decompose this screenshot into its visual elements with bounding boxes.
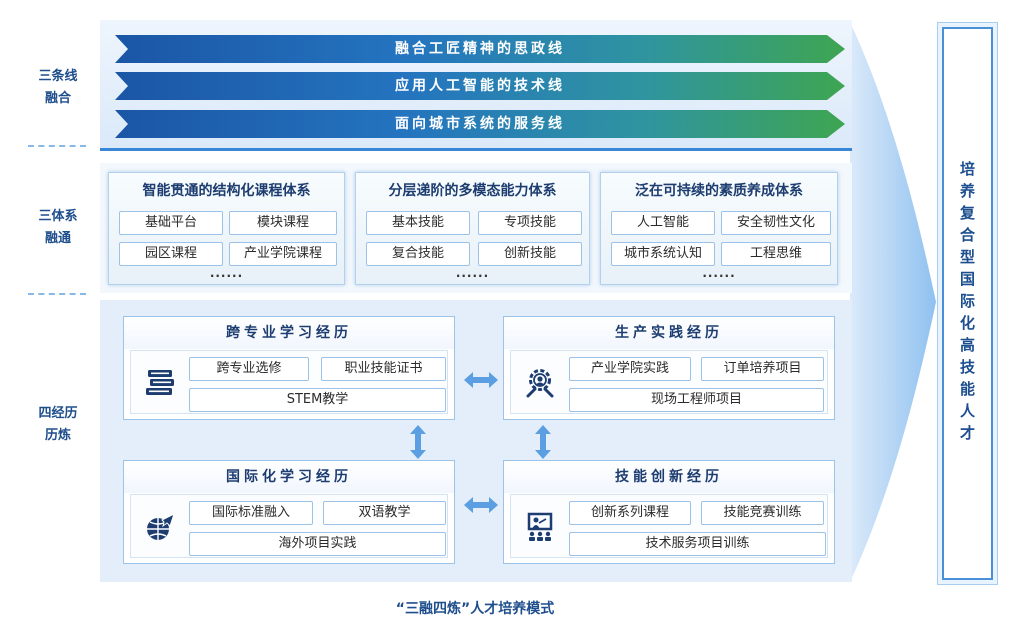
experience-box-cross-discipline: 跨专业学习经历 跨专业选修 职业技能证书 STEM教学 (123, 316, 455, 420)
experience-title: 国际化学习经历 (124, 461, 454, 493)
side-label-line2: 融通 (44, 231, 71, 246)
side-label-line1: 三体系 (38, 209, 78, 224)
experience-item: 产业学院实践 (569, 357, 691, 381)
side-label-three-systems: 三体系 融通 (28, 206, 88, 250)
side-label-line1: 四经历 (38, 406, 78, 421)
system-title: 智能贯通的结构化课程体系 (142, 183, 311, 199)
more-ellipsis: ...... (209, 266, 244, 280)
experience-item: 海外项目实践 (189, 532, 446, 556)
line-banner-technology: 应用人工智能的技术线 (115, 72, 845, 100)
goal-box: 培养复合型国际化高技能人才 (942, 27, 993, 580)
double-arrow-vertical-right (535, 425, 551, 459)
system-title: 分层递阶的多模态能力体系 (388, 183, 557, 199)
presenter-icon (527, 512, 553, 541)
experience-title: 技能创新经历 (504, 461, 834, 493)
system-box-ability: 分层递阶的多模态能力体系 基本技能 专项技能 复合技能 创新技能 ...... (355, 172, 590, 285)
experience-item: 现场工程师项目 (569, 388, 824, 412)
side-label-line1: 三条线 (38, 69, 78, 84)
experience-item: 技能竞赛训练 (701, 501, 824, 525)
convergence-arrow (850, 22, 936, 582)
system-item: 创新技能 (478, 242, 582, 266)
experience-item: STEM教学 (189, 388, 446, 412)
goal-text: 培养复合型国际化高技能人才 (958, 160, 976, 447)
line-banner-service: 面向城市系统的服务线 (115, 110, 845, 138)
gear-worker-icon (526, 369, 554, 398)
double-arrow-horizontal-bottom (464, 497, 498, 513)
section-divider (28, 293, 86, 295)
experience-item: 职业技能证书 (321, 357, 446, 381)
system-item: 园区课程 (119, 242, 223, 266)
double-arrow-vertical-left (410, 425, 426, 459)
section-divider (28, 145, 86, 147)
globe-plane-icon (147, 513, 175, 540)
system-box-quality: 泛在可持续的素质养成体系 人工智能 安全韧性文化 城市系统认知 工程思维 ...… (600, 172, 838, 285)
system-item: 模块课程 (229, 211, 337, 235)
double-arrow-horizontal-top (464, 372, 498, 388)
experience-title: 生产实践经历 (504, 317, 834, 349)
system-item: 专项技能 (478, 211, 582, 235)
books-icon (146, 370, 174, 395)
system-item: 安全韧性文化 (721, 211, 831, 235)
system-item: 复合技能 (366, 242, 470, 266)
figure-caption: “三融四炼”人才培养模式 (395, 601, 555, 617)
side-label-line2: 历炼 (44, 428, 71, 443)
system-item: 基本技能 (366, 211, 470, 235)
system-item: 人工智能 (611, 211, 715, 235)
experience-item: 创新系列课程 (569, 501, 691, 525)
experience-item: 双语教学 (323, 501, 446, 525)
experience-item: 订单培养项目 (701, 357, 824, 381)
more-ellipsis: ...... (455, 266, 490, 280)
experience-box-international: 国际化学习经历 国际标准融入 双语教学 海外项目实践 (123, 460, 455, 564)
more-ellipsis: ...... (702, 266, 736, 280)
experience-item: 技术服务项目训练 (569, 532, 826, 556)
system-item: 基础平台 (119, 211, 223, 235)
side-label-three-lines: 三条线 融合 (28, 66, 88, 110)
experience-box-production-practice: 生产实践经历 产业学院实践 订单培养项目 现场工程师项目 (503, 316, 835, 420)
system-item: 工程思维 (721, 242, 831, 266)
line-banner-ideology: 融合工匠精神的思政线 (115, 35, 845, 63)
system-box-curriculum: 智能贯通的结构化课程体系 基础平台 模块课程 园区课程 产业学院课程 .....… (108, 172, 345, 285)
system-title: 泛在可持续的素质养成体系 (635, 183, 803, 199)
experience-item: 跨专业选修 (189, 357, 309, 381)
goal-column: 培养复合型国际化高技能人才 (937, 22, 998, 585)
experience-box-skill-innovation: 技能创新经历 创新系列课程 技能竞赛训练 技术服务项目训练 (503, 460, 835, 564)
system-item: 城市系统认知 (611, 242, 715, 266)
side-label-line2: 融合 (44, 91, 71, 106)
experience-title: 跨专业学习经历 (124, 317, 454, 349)
side-label-four-experiences: 四经历 历炼 (28, 403, 88, 447)
experience-item: 国际标准融入 (189, 501, 313, 525)
system-item: 产业学院课程 (229, 242, 337, 266)
